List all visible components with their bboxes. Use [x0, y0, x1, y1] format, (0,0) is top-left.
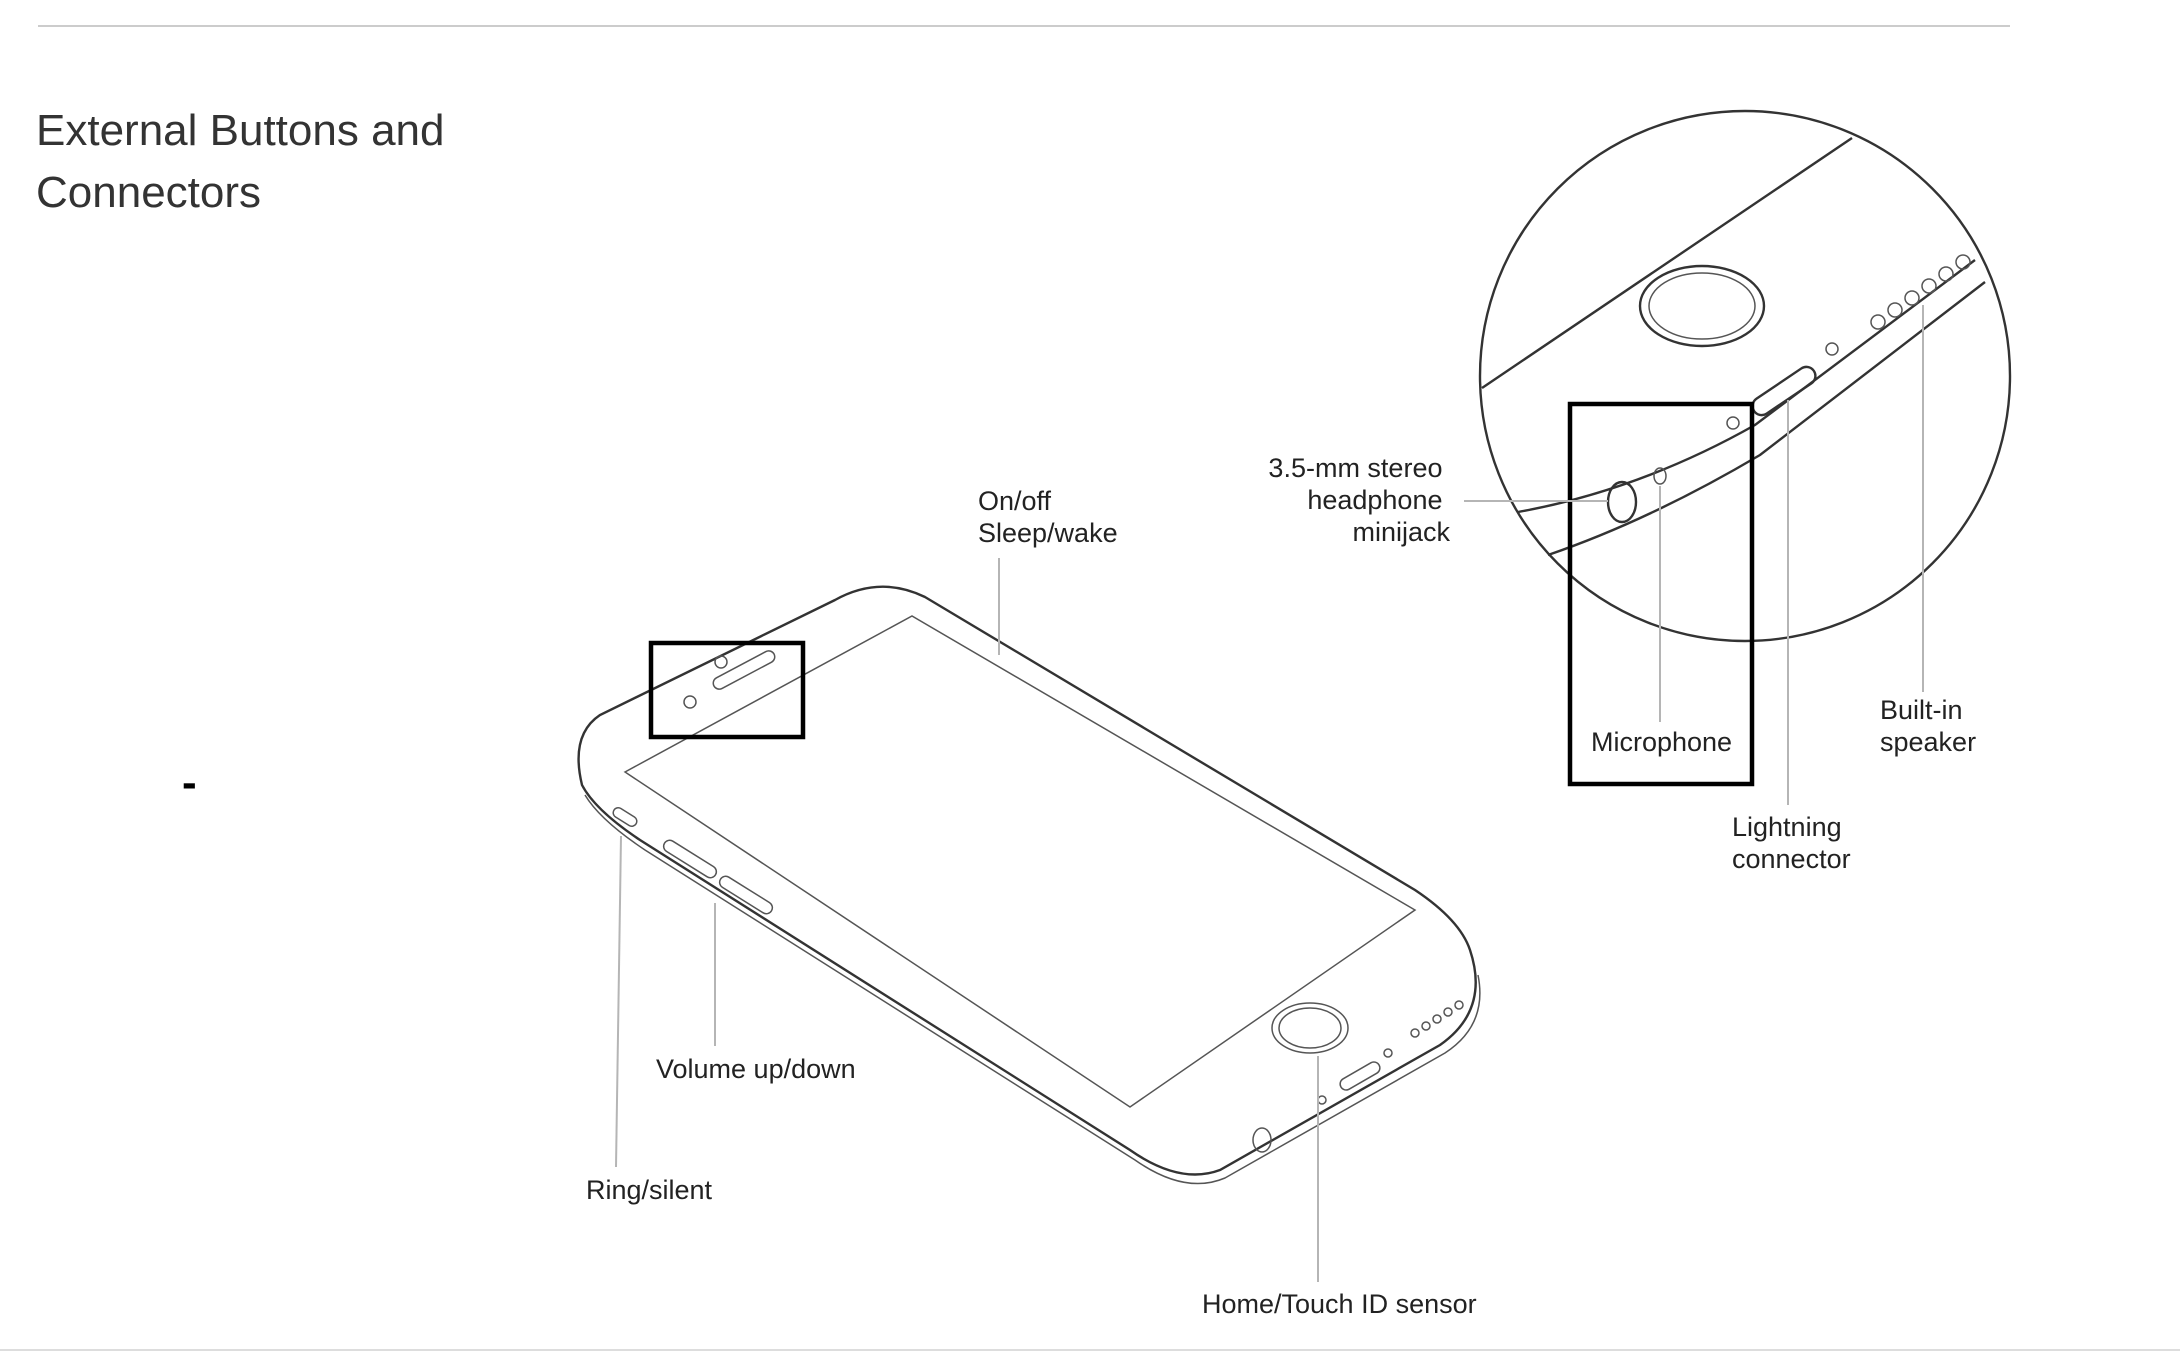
zoom-speaker-hole-1	[1870, 314, 1886, 330]
zoom-speaker-hole-4	[1921, 278, 1937, 294]
top-highlight-box	[648, 640, 806, 740]
page-title-line-2: Connectors	[36, 168, 262, 217]
zoom-speaker-hole-2	[1887, 302, 1903, 318]
zoom-body-edge-lower	[1547, 281, 1986, 557]
speaker-hole-3	[1432, 1014, 1442, 1024]
label-lightning-line-1: Lightning	[1732, 812, 1842, 842]
zoom-home-button-inner	[1648, 272, 1756, 340]
page-title-line-1: External Buttons and	[36, 106, 445, 155]
label-on-off-line-1: On/off	[978, 486, 1052, 516]
mic-hole	[1317, 1095, 1327, 1105]
label-microphone: Microphone	[1591, 727, 1732, 757]
phone-screen	[623, 615, 1417, 1108]
zoom-speaker-hole-5	[1938, 266, 1954, 282]
label-headphone: 3.5-mm stereo headphone minijack	[1268, 453, 1450, 547]
phone-body	[577, 585, 1477, 1176]
zoom-screen-edge	[1481, 137, 1853, 389]
volume-down-button	[718, 875, 774, 915]
label-speaker-line-1: Built-in	[1880, 695, 1963, 725]
zoom-home-button	[1638, 264, 1766, 348]
zoom-screw-hole-right	[1825, 342, 1839, 356]
label-headphone-line-2: headphone	[1307, 485, 1442, 515]
label-on-off: On/off Sleep/wake	[978, 486, 1118, 548]
speaker-hole-4	[1443, 1007, 1453, 1017]
label-speaker-line-2: speaker	[1880, 727, 1976, 757]
earpiece-slot	[712, 650, 776, 690]
speaker-hole-5	[1454, 1000, 1464, 1010]
home-button	[1271, 1002, 1349, 1054]
home-button-inner	[1278, 1007, 1342, 1049]
front-camera	[714, 655, 728, 669]
proximity-sensor	[683, 695, 697, 709]
zoom-circle	[1478, 109, 2012, 643]
zoom-headphone-jack	[1606, 480, 1638, 524]
ring-silent-switch	[612, 807, 638, 827]
speaker-hole-2	[1421, 1021, 1431, 1031]
speaker-hole-1	[1410, 1028, 1420, 1038]
stray-dash: -	[182, 758, 197, 807]
label-lightning-line-2: connector	[1732, 844, 1851, 874]
screw-hole	[1383, 1048, 1393, 1058]
label-lightning: Lightning connector	[1732, 812, 1851, 874]
label-home: Home/Touch ID sensor	[1202, 1289, 1477, 1319]
zoom-speaker-hole-3	[1904, 290, 1920, 306]
headphone-jack	[1252, 1127, 1272, 1153]
phone-rim	[584, 794, 1481, 1185]
label-ring-silent: Ring/silent	[586, 1175, 713, 1205]
iphone-outline-icon	[577, 585, 1481, 1185]
lightning-port	[1339, 1061, 1381, 1091]
leader-ring-silent	[615, 835, 622, 1168]
volume-up-button	[662, 839, 718, 879]
label-volume: Volume up/down	[656, 1054, 856, 1084]
zoom-lightning-port	[1751, 365, 1817, 417]
label-speaker: Built-in speaker	[1880, 695, 1976, 757]
label-headphone-line-1: 3.5-mm stereo	[1268, 453, 1442, 483]
zoom-highlight-box	[1567, 401, 1755, 787]
label-headphone-line-3: minijack	[1352, 517, 1450, 547]
page-title: External Buttons and Connectors	[36, 100, 556, 224]
zoom-mic-hole	[1653, 467, 1667, 485]
zoom-screw-hole	[1726, 416, 1740, 430]
zoom-body-edge	[1517, 259, 1976, 514]
label-on-off-line-2: Sleep/wake	[978, 518, 1118, 548]
zoom-circle-icon	[1478, 109, 2012, 643]
zoom-speaker-hole-6	[1955, 254, 1971, 270]
